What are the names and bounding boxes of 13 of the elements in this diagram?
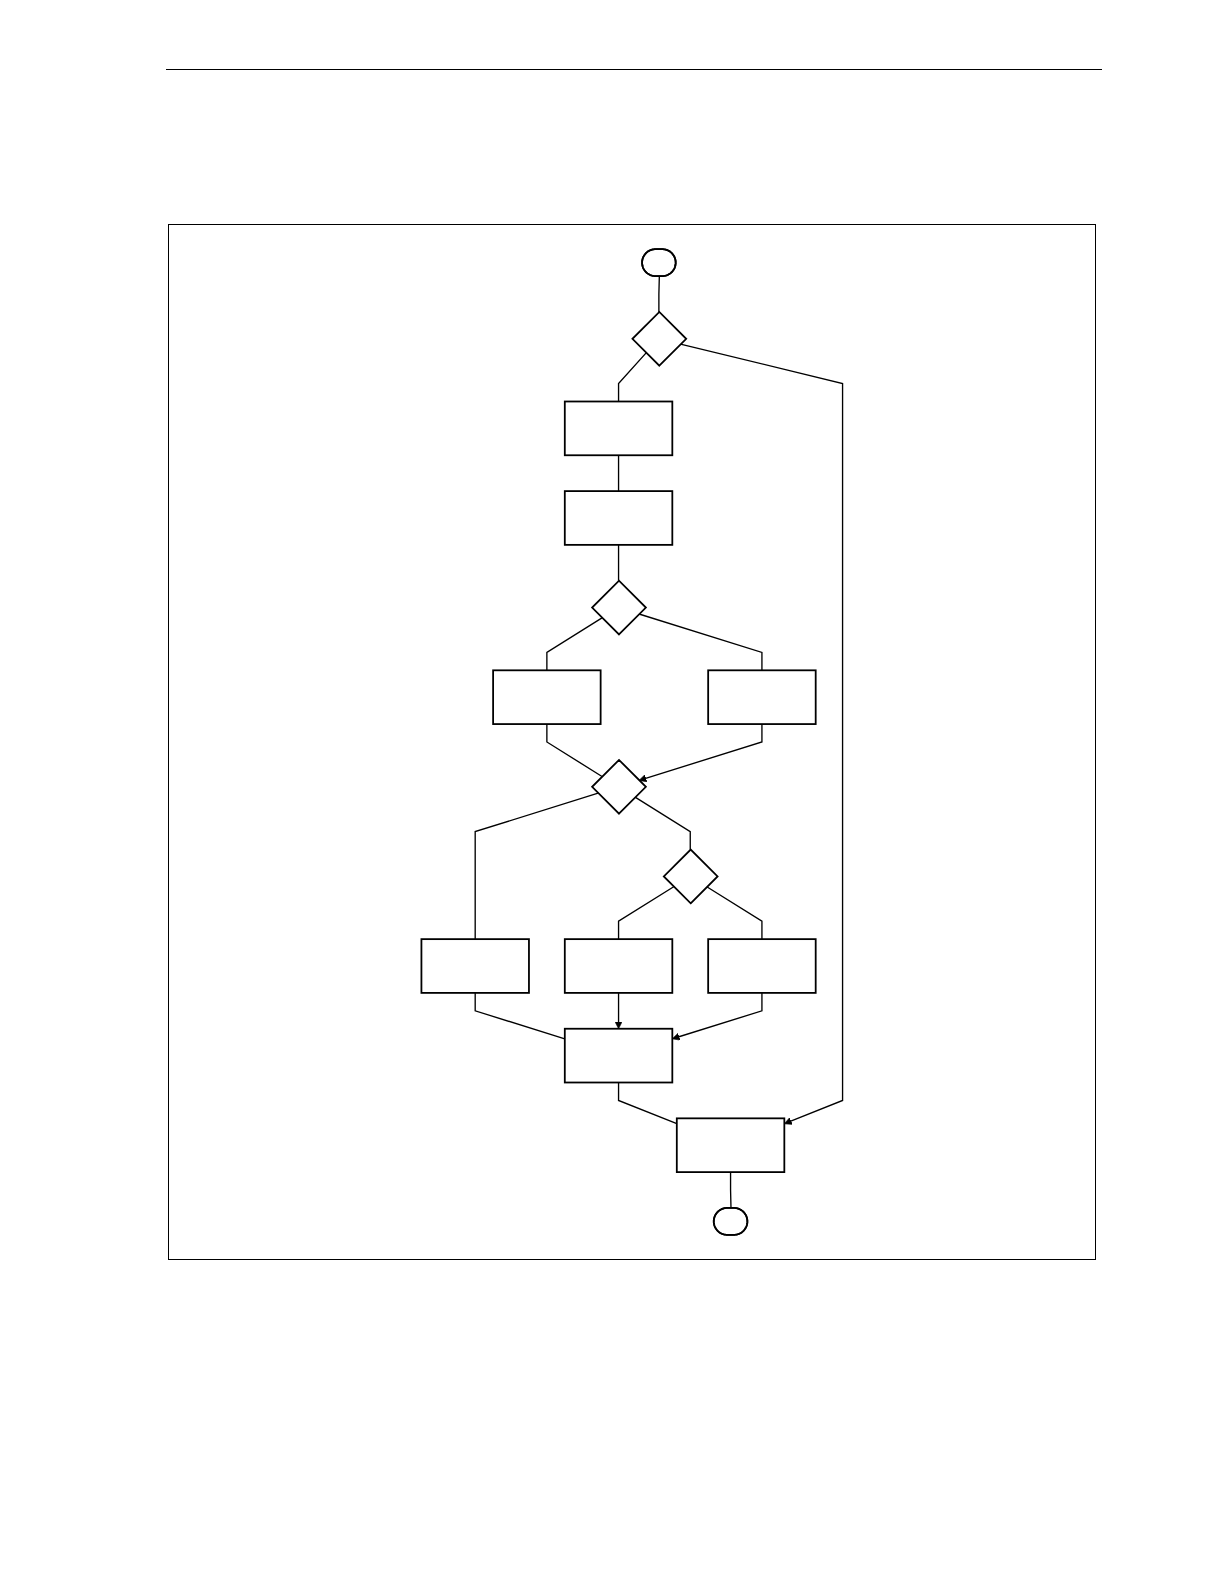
- connector: [634, 796, 691, 851]
- connector: [617, 454, 620, 492]
- arrow: [614, 992, 623, 1030]
- arrow: [679, 343, 844, 1125]
- connector: [546, 723, 603, 778]
- connector: [474, 792, 599, 940]
- connector: [617, 352, 647, 403]
- arrow: [638, 723, 763, 783]
- connector: [617, 886, 675, 940]
- connector: [658, 275, 660, 313]
- connector: [546, 617, 603, 671]
- connector: [706, 886, 763, 940]
- connector: [617, 544, 620, 582]
